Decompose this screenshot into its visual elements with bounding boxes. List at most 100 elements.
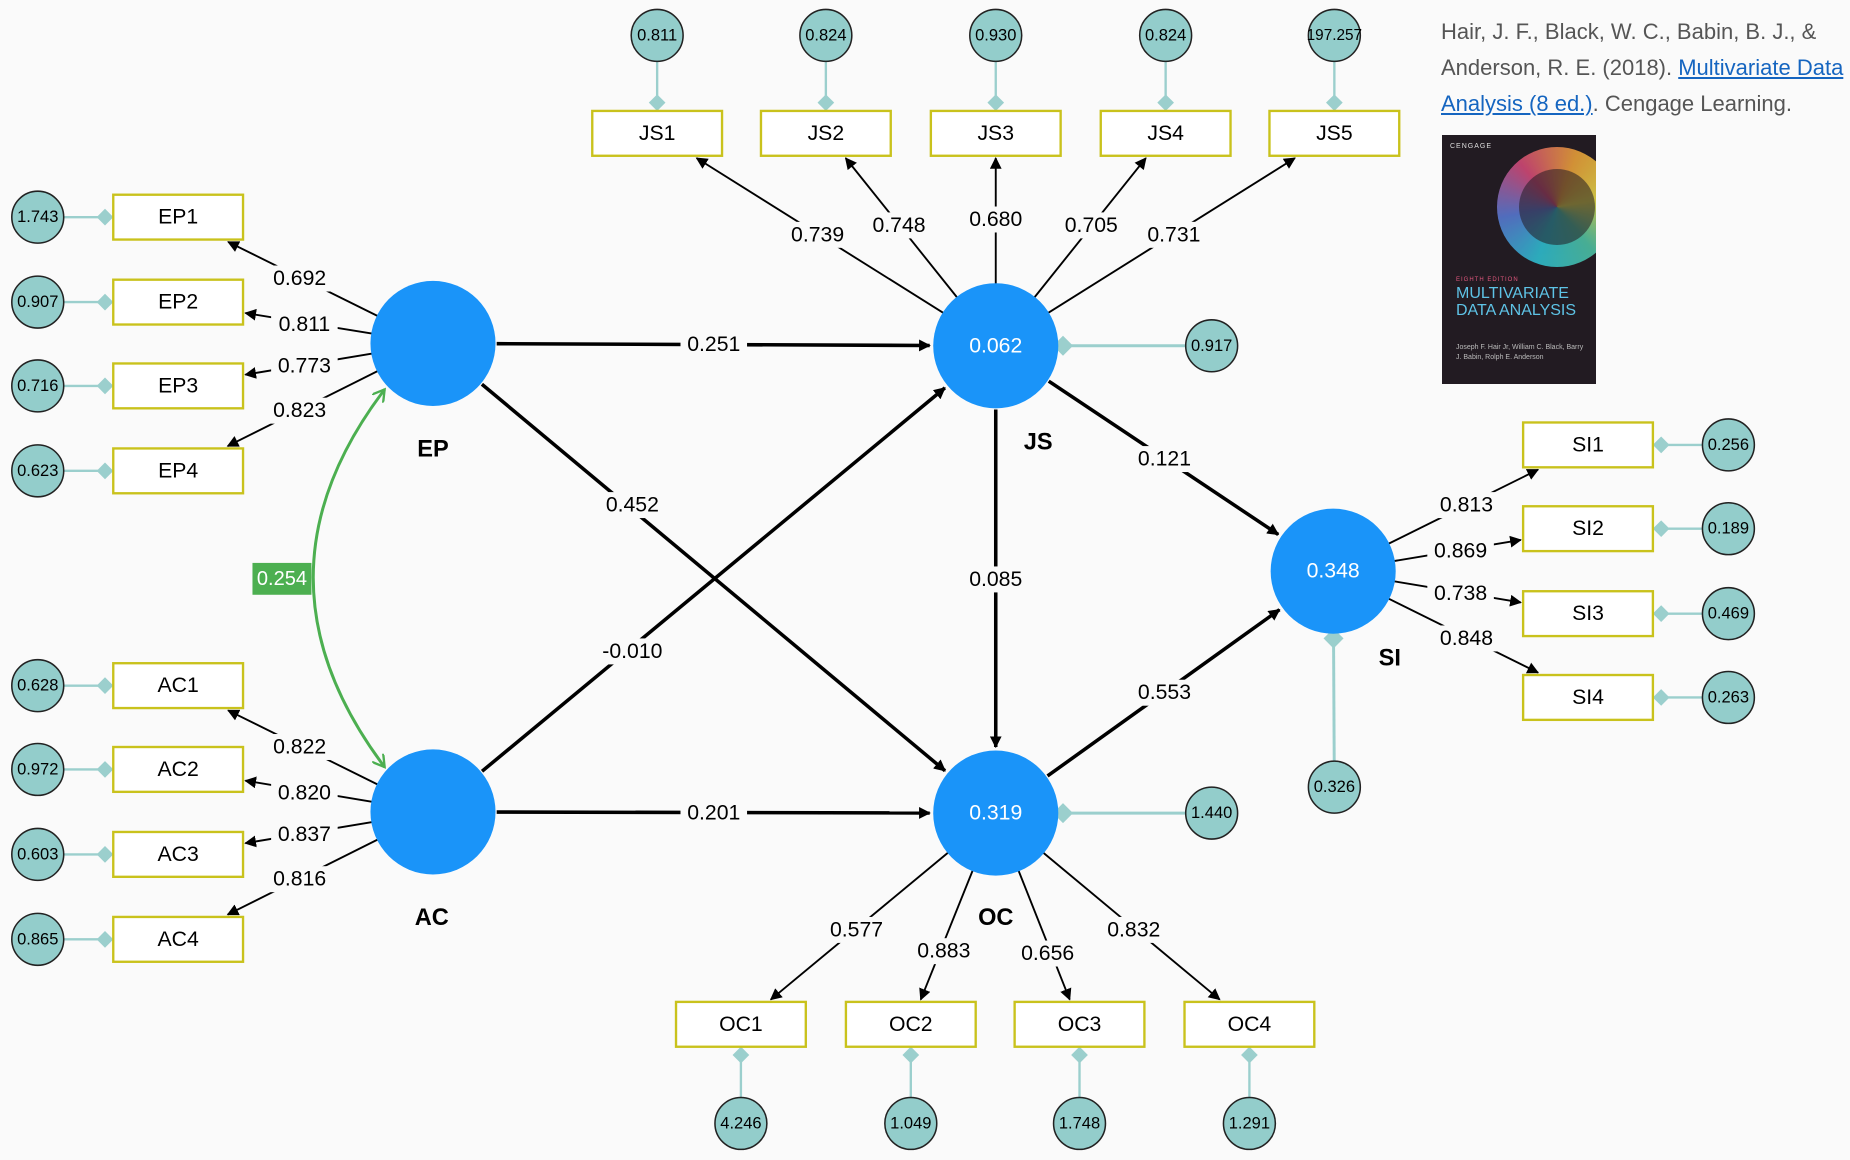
error-circle-oc4[interactable] bbox=[1222, 1096, 1277, 1151]
error-circle-js2[interactable] bbox=[799, 8, 853, 63]
indicator-box-si3[interactable] bbox=[1521, 590, 1655, 638]
construct-node-ep[interactable] bbox=[370, 280, 496, 406]
construct-node-si[interactable] bbox=[1270, 508, 1396, 634]
indicator-box-js1[interactable] bbox=[591, 109, 724, 157]
error-diamond-ac2 bbox=[96, 761, 114, 778]
indicator-label-ep3: EP3 bbox=[158, 374, 198, 397]
loading-value-ep1-bg bbox=[266, 265, 333, 292]
loading-arrow-oc3[interactable] bbox=[1016, 866, 1072, 1001]
construct-node-oc[interactable] bbox=[933, 750, 1059, 876]
error-circle-ep4[interactable] bbox=[11, 444, 65, 498]
construct-node-js[interactable] bbox=[933, 283, 1059, 409]
error-circle-oc3[interactable] bbox=[1052, 1096, 1107, 1151]
construct-error-value-oc: 1.440 bbox=[1191, 804, 1232, 822]
error-diamond-js4 bbox=[1157, 94, 1174, 112]
indicator-label-ac2: AC2 bbox=[158, 758, 199, 781]
path-arrow-ac-js[interactable] bbox=[480, 386, 946, 773]
error-circle-ac1[interactable] bbox=[11, 658, 65, 713]
error-circle-ac4[interactable] bbox=[11, 912, 65, 967]
indicator-box-ac4[interactable] bbox=[112, 915, 245, 963]
indicator-box-js3[interactable] bbox=[929, 109, 1062, 157]
path-coef-ep-oc: 0.452 bbox=[606, 494, 659, 517]
reference-link[interactable]: Multivariate Data Analysis (8 ed.) bbox=[1441, 55, 1844, 116]
book-publisher: CENGAGE bbox=[1450, 143, 1493, 150]
error-circle-ac2[interactable] bbox=[11, 742, 65, 797]
loading-arrow-oc2[interactable] bbox=[919, 866, 976, 1001]
loading-value-oc1: 0.577 bbox=[830, 918, 883, 941]
indicator-box-ep2[interactable] bbox=[112, 278, 245, 326]
indicator-label-js4: JS4 bbox=[1147, 122, 1184, 145]
error-value-oc4: 1.291 bbox=[1229, 1114, 1270, 1132]
covariance-arc[interactable] bbox=[311, 389, 384, 767]
loading-value-oc2-bg bbox=[910, 938, 978, 965]
path-coef-ep-js: 0.251 bbox=[687, 333, 740, 356]
error-circle-ep2[interactable] bbox=[11, 275, 65, 329]
path-coef-ac-oc: 0.201 bbox=[687, 802, 740, 825]
error-value-js5: 197.257 bbox=[1307, 27, 1362, 44]
loading-value-js2: 0.748 bbox=[872, 214, 925, 237]
indicator-box-oc4[interactable] bbox=[1183, 1000, 1316, 1048]
path-coef-js-oc-bg bbox=[962, 566, 1030, 593]
loading-value-js2-bg bbox=[865, 212, 933, 239]
construct-label-ac: AC bbox=[415, 904, 449, 930]
indicator-label-si1: SI1 bbox=[1572, 433, 1604, 456]
error-circle-si3[interactable] bbox=[1701, 586, 1756, 641]
construct-error-circle-js[interactable] bbox=[1184, 319, 1239, 373]
loading-value-js1: 0.739 bbox=[791, 223, 844, 246]
error-circle-si4[interactable] bbox=[1701, 670, 1756, 725]
error-diamond-si3 bbox=[1652, 605, 1670, 622]
error-circle-js3[interactable] bbox=[969, 8, 1023, 63]
loading-value-si3-bg bbox=[1427, 580, 1494, 607]
indicator-box-js4[interactable] bbox=[1099, 109, 1232, 157]
loading-value-ep4: 0.823 bbox=[273, 399, 326, 422]
indicator-box-js5[interactable] bbox=[1268, 109, 1401, 157]
loading-value-js4-bg bbox=[1058, 212, 1125, 239]
construct-error-circle-oc[interactable] bbox=[1184, 786, 1239, 840]
indicator-box-oc2[interactable] bbox=[844, 1000, 977, 1048]
indicator-box-si2[interactable] bbox=[1521, 505, 1655, 553]
error-value-ac1: 0.628 bbox=[17, 677, 58, 695]
error-circle-js4[interactable] bbox=[1138, 8, 1193, 63]
indicator-box-ep1[interactable] bbox=[112, 193, 245, 241]
loading-value-js3-bg bbox=[962, 206, 1030, 233]
indicator-label-si4: SI4 bbox=[1572, 686, 1604, 709]
error-value-js1: 0.811 bbox=[637, 26, 677, 44]
path-coef-ac-js-bg bbox=[593, 638, 672, 665]
indicator-box-si4[interactable] bbox=[1521, 673, 1655, 722]
indicator-box-js2[interactable] bbox=[759, 109, 892, 157]
loading-value-ac2: 0.820 bbox=[278, 782, 331, 805]
error-circle-js5[interactable] bbox=[1307, 8, 1362, 63]
construct-label-ep: EP bbox=[417, 435, 448, 461]
construct-label-si: SI bbox=[1379, 644, 1401, 670]
indicator-box-oc1[interactable] bbox=[674, 1000, 807, 1048]
error-circle-ac3[interactable] bbox=[11, 827, 65, 882]
construct-node-ac[interactable] bbox=[370, 749, 496, 875]
indicator-box-si1[interactable] bbox=[1521, 421, 1655, 469]
error-diamond-ep2 bbox=[96, 293, 114, 311]
indicator-box-ac1[interactable] bbox=[112, 662, 245, 710]
loading-value-ac1-bg bbox=[266, 734, 333, 760]
error-diamond-si1 bbox=[1652, 436, 1670, 454]
error-diamond-js1 bbox=[648, 94, 666, 112]
error-value-ac3: 0.603 bbox=[17, 845, 58, 863]
error-value-js4: 0.824 bbox=[1145, 26, 1186, 44]
error-circle-si2[interactable] bbox=[1701, 501, 1756, 556]
construct-label-js: JS bbox=[1024, 428, 1053, 454]
indicator-box-ac3[interactable] bbox=[112, 830, 245, 878]
path-coef-ac-oc-bg bbox=[680, 800, 748, 827]
reference-citation: Hair, J. F., Black, W. C., Babin, B. J.,… bbox=[1441, 14, 1846, 122]
error-diamond-ac3 bbox=[96, 846, 114, 863]
indicator-box-ep4[interactable] bbox=[112, 447, 245, 495]
construct-error-circle-si[interactable] bbox=[1307, 760, 1362, 814]
indicator-box-ac2[interactable] bbox=[112, 745, 245, 794]
loading-value-oc4-bg bbox=[1100, 916, 1168, 943]
indicator-box-ep3[interactable] bbox=[112, 362, 245, 410]
error-circle-js1[interactable] bbox=[630, 8, 684, 63]
error-circle-si1[interactable] bbox=[1701, 418, 1756, 472]
indicator-box-oc3[interactable] bbox=[1013, 1000, 1146, 1048]
error-circle-ep1[interactable] bbox=[11, 190, 65, 244]
error-circle-oc2[interactable] bbox=[884, 1096, 938, 1151]
error-circle-ep3[interactable] bbox=[11, 359, 65, 413]
error-circle-oc1[interactable] bbox=[714, 1096, 768, 1151]
